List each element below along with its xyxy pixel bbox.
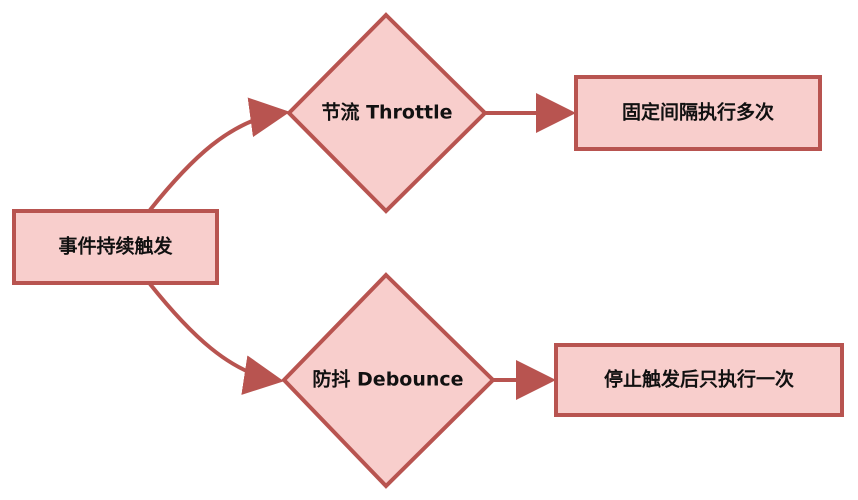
node-throttle: 节流 Throttle bbox=[286, 12, 488, 214]
node-debounce-result: 停止触发后只执行一次 bbox=[554, 343, 844, 417]
node-debounce: 防抖 Debounce bbox=[281, 272, 496, 489]
node-throttle-result: 固定间隔执行多次 bbox=[574, 75, 822, 151]
edge-event-to-throttle bbox=[148, 97, 290, 212]
node-debounce-label: 防抖 Debounce bbox=[312, 368, 463, 391]
node-event: 事件持续触发 bbox=[12, 209, 219, 285]
node-debounce-result-label: 停止触发后只执行一次 bbox=[604, 368, 794, 391]
edge-event-to-debounce bbox=[148, 282, 284, 395]
node-event-label: 事件持续触发 bbox=[58, 235, 173, 258]
node-throttle-result-label: 固定间隔执行多次 bbox=[622, 101, 774, 124]
node-throttle-label: 节流 Throttle bbox=[321, 101, 452, 124]
